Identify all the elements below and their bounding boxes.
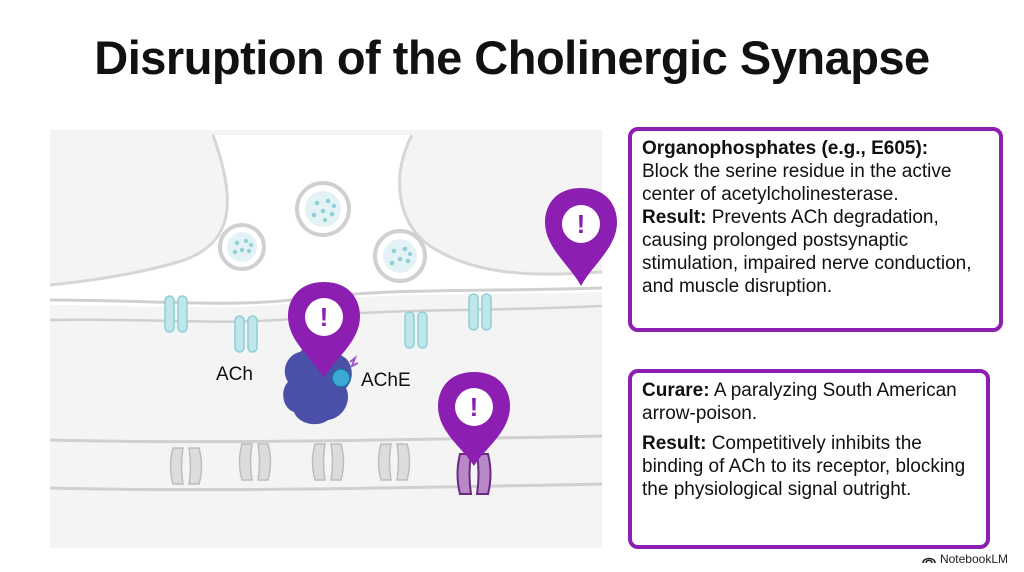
- result-label: Result:: [642, 433, 707, 454]
- bond-icon: [349, 354, 359, 369]
- ion-channel: [404, 311, 428, 349]
- ion-channel: [164, 295, 188, 333]
- presynaptic-membrane-outline-right: [398, 134, 603, 276]
- vesicle: [373, 229, 427, 283]
- callout-text: A paralyzing South American arrow-poison…: [642, 380, 957, 424]
- warning-marker-pin: !: [438, 372, 510, 466]
- organophosphates-callout: Organophosphates (e.g., E605): Block the…: [628, 127, 1003, 332]
- ach-molecule: [331, 368, 351, 388]
- vesicle: [218, 223, 266, 271]
- callout-heading: Organophosphates (e.g., E605):: [642, 138, 929, 159]
- ache-label: AChE: [361, 370, 411, 391]
- result-text: Competitively inhibits the binding of AC…: [642, 433, 966, 500]
- ach-label: ACh: [216, 364, 253, 385]
- ach-receptor: [311, 443, 345, 481]
- presynaptic-membrane-outline: [49, 134, 229, 287]
- svg-text:!: !: [320, 302, 329, 332]
- page-title: Disruption of the Cholinergic Synapse: [94, 31, 930, 84]
- result-label: Result:: [642, 207, 707, 228]
- callout-text: Block the serine residue in the active c…: [642, 161, 952, 205]
- warning-marker-pin: !: [288, 282, 360, 378]
- ion-channel: [234, 315, 258, 353]
- callout-heading: Curare:: [642, 380, 710, 401]
- notebooklm-logo-icon: [922, 557, 936, 564]
- blocked-receptor: [456, 453, 492, 495]
- vesicle: [295, 181, 351, 237]
- result-text: Prevents ACh degradation, causing prolon…: [642, 207, 972, 297]
- brand-name: NotebookLM: [939, 552, 1008, 566]
- ion-channel: [468, 293, 492, 331]
- ach-receptor: [169, 447, 203, 485]
- svg-text:!: !: [577, 209, 586, 239]
- ach-receptor: [238, 443, 272, 481]
- brand-watermark: NotebookLM: [922, 552, 1008, 566]
- warning-marker-pin: !: [545, 188, 617, 286]
- ach-receptor: [377, 443, 411, 481]
- curare-callout: Curare: A paralyzing South American arro…: [628, 369, 990, 549]
- postsynaptic-membrane-top: [49, 434, 603, 444]
- postsynaptic-membrane-bottom: [49, 482, 603, 492]
- svg-text:!: !: [470, 392, 479, 422]
- ache-enzyme: [283, 344, 352, 425]
